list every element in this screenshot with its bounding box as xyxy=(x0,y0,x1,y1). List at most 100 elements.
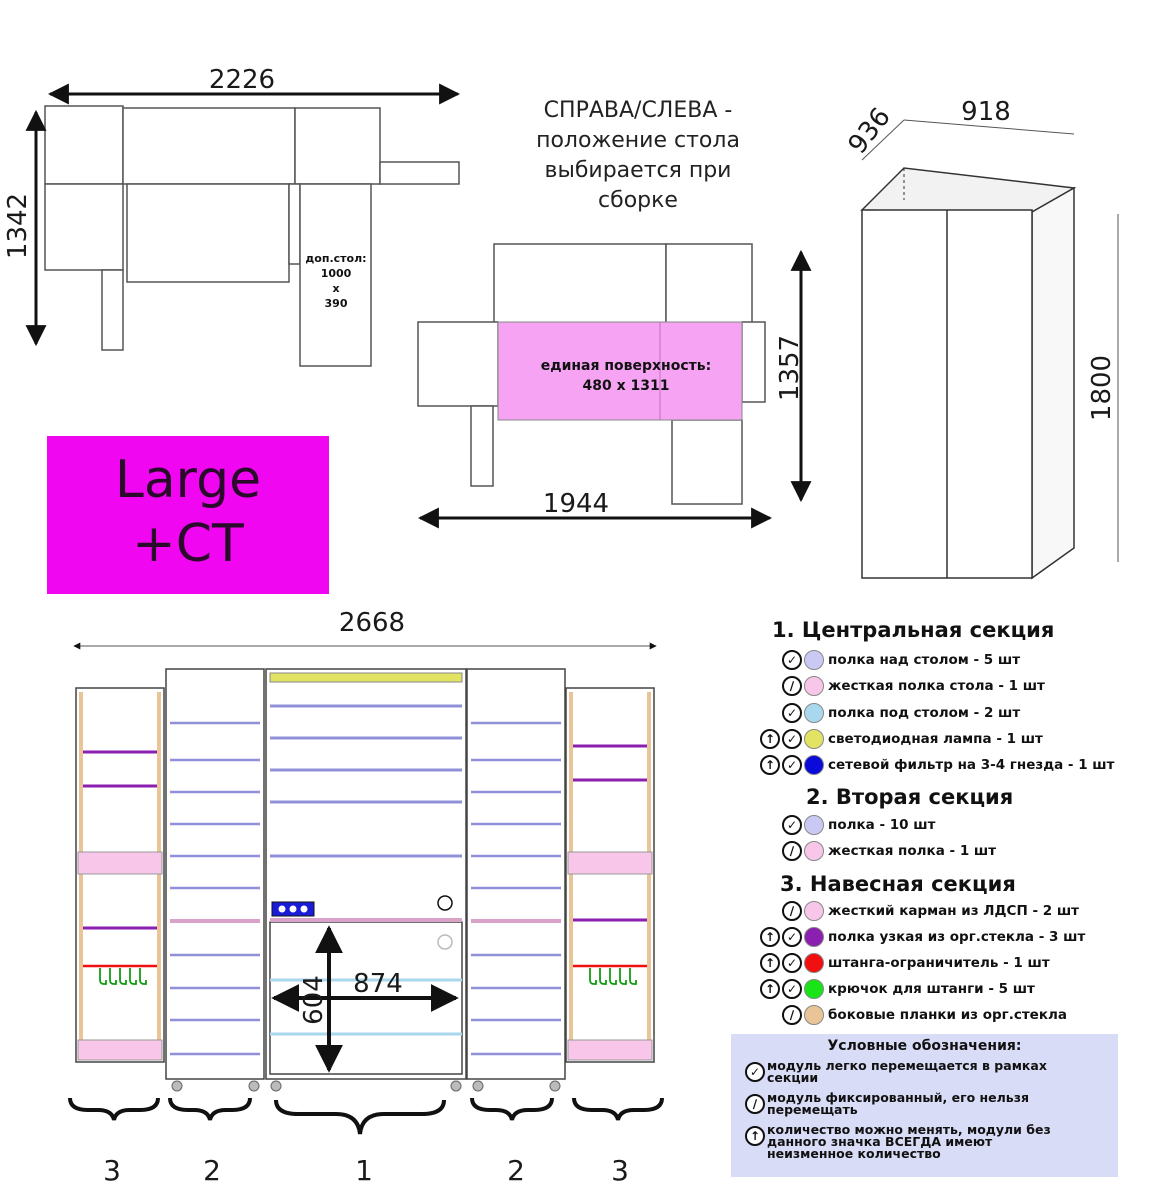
legend-item-label: жесткий карман из ЛДСП - 2 шт xyxy=(828,903,1080,919)
color-swatch-icon xyxy=(804,927,824,947)
hanging-section-left xyxy=(75,687,165,1063)
extra-table-size-2: 390 xyxy=(325,297,348,310)
legend-section3-title: 3. Навесная секция xyxy=(780,872,1016,896)
cable-hole xyxy=(437,934,453,950)
legend-item-label: полка - 10 шт xyxy=(828,817,936,833)
color-swatch-icon xyxy=(804,1005,824,1025)
power-strip xyxy=(271,901,315,917)
extra-table-size-1: 1000 xyxy=(321,267,352,280)
fixed-ban-icon: ∕ xyxy=(745,1094,765,1114)
section-number-label: 3 xyxy=(103,1154,121,1187)
position-note-line: СПРАВА/СЛЕВА - xyxy=(543,98,733,123)
legend-item: ✓ полка - 10 шт xyxy=(746,812,1146,838)
second-section-right xyxy=(466,668,566,1080)
cable-hole xyxy=(437,895,453,911)
movable-check-icon: ✓ xyxy=(782,650,802,670)
legend-item-label: боковые планки из орг.стекла xyxy=(828,1007,1067,1023)
dimension-line xyxy=(903,119,1075,135)
extra-table-size-x: x xyxy=(332,282,339,295)
model-name: Large xyxy=(114,450,262,510)
symbol-explanation-line: перемещать xyxy=(767,1102,858,1117)
legend-item: ✓ полка над столом - 5 шт xyxy=(746,647,1146,673)
caster-wheels xyxy=(171,1080,561,1092)
cabinet-depth-dim: 936 xyxy=(843,102,897,160)
section-number-label: 2 xyxy=(507,1154,525,1187)
quantity-arrow-icon: ↑ xyxy=(760,979,780,999)
model-badge: Large +CT xyxy=(47,436,329,594)
symbol-explanation-line: количество можно менять, модули без xyxy=(767,1122,1051,1137)
legend-item: ↑✓ светодиодная лампа - 1 шт xyxy=(746,726,1146,752)
color-swatch-icon xyxy=(804,728,824,749)
plan-top-depth-dim: 1342 xyxy=(3,193,33,259)
unified-surface xyxy=(497,321,743,421)
legend-item-label: крючок для штанги - 5 шт xyxy=(828,981,1035,997)
position-note: СПРАВА/СЛЕВА - положение стола выбираетс… xyxy=(500,96,776,216)
position-note-line: выбирается при xyxy=(544,158,732,183)
color-swatch-icon xyxy=(804,901,824,921)
second-section-shelves xyxy=(170,721,561,1056)
desk-height-dim: 604 xyxy=(299,975,329,1025)
desk-width-dim: 874 xyxy=(353,969,403,999)
quantity-arrow-icon: ↑ xyxy=(760,927,780,947)
legend-item-label: полка под столом - 2 шт xyxy=(828,704,1021,721)
fixed-ban-icon: ∕ xyxy=(782,676,802,697)
color-swatch-icon xyxy=(804,979,824,999)
legend-item-label: полка узкая из орг.стекла - 3 шт xyxy=(828,929,1086,945)
color-swatch-icon xyxy=(804,755,824,776)
quantity-arrow-icon: ↑ xyxy=(760,728,780,749)
wardrobe-3d xyxy=(860,167,1077,580)
quantity-arrow-icon: ↑ xyxy=(745,1126,765,1146)
position-note-line: положение стола xyxy=(536,128,740,153)
plan-top-view xyxy=(44,105,460,367)
movable-check-icon: ✓ xyxy=(782,979,802,999)
front-total-width-dim: 2668 xyxy=(339,608,405,638)
second-section-left xyxy=(165,668,265,1080)
movable-check-icon: ✓ xyxy=(782,953,802,973)
section-number-label: 1 xyxy=(355,1154,373,1187)
legend-item: ∕ боковые планки из орг.стекла xyxy=(746,1002,1146,1028)
legend-section1-title: 1. Центральная секция xyxy=(772,618,1055,642)
color-swatch-icon xyxy=(804,676,824,697)
movable-check-icon: ✓ xyxy=(782,702,802,723)
legend-item: ✓ полка под столом - 2 шт xyxy=(746,700,1146,726)
movable-check-icon: ✓ xyxy=(782,927,802,947)
movable-check-icon: ✓ xyxy=(782,815,802,835)
legend-item-label: полка над столом - 5 шт xyxy=(828,652,1021,668)
surface-size: 480 x 1311 xyxy=(583,378,670,394)
extra-table-label: доп.стол: xyxy=(305,252,366,265)
fixed-ban-icon: ∕ xyxy=(782,840,802,861)
symbols-title: Условные обозначения: xyxy=(827,1038,1022,1054)
hanging-section-contents xyxy=(77,692,653,1061)
front-view xyxy=(75,668,655,1080)
model-variant: +CT xyxy=(132,514,244,574)
plan-top-width-dim: 2226 xyxy=(209,65,275,95)
plan-middle-view xyxy=(417,243,766,505)
fixed-ban-icon: ∕ xyxy=(782,1005,802,1025)
central-shelves xyxy=(270,704,462,858)
plan-middle-depth-dim: 1357 xyxy=(775,335,805,401)
dimension-line xyxy=(861,119,905,161)
legend-item: ↑✓сетевой фильтр на 3-4 гнезда - 1 шт xyxy=(746,752,1146,778)
quantity-arrow-icon: ↑ xyxy=(760,755,780,776)
legend-item: ∕жесткий карман из ЛДСП - 2 шт xyxy=(746,898,1146,924)
movable-check-icon: ✓ xyxy=(745,1062,765,1082)
legend-item-label: светодиодная лампа - 1 шт xyxy=(828,730,1043,747)
legend-item: ∕ жесткая полка - 1 шт xyxy=(746,838,1146,864)
legend-item-label: жесткая полка - 1 шт xyxy=(828,842,997,859)
legend-item: ↑✓ полка узкая из орг.стекла - 3 шт xyxy=(746,924,1146,950)
led-lamp xyxy=(269,672,463,683)
legend-section2-title: 2. Вторая секция xyxy=(806,785,1014,809)
symbol-explanation-line: модуль фиксированный, его нельзя xyxy=(767,1090,1029,1105)
legend-item-label: жесткая полка стола - 1 шт xyxy=(828,678,1045,695)
movable-check-icon: ✓ xyxy=(782,728,802,749)
color-swatch-icon xyxy=(804,953,824,973)
section-number-label: 3 xyxy=(611,1154,629,1187)
section-braces xyxy=(68,1097,664,1135)
symbol-explanation-line: секции xyxy=(767,1070,819,1085)
legend-item-label: сетевой фильтр на 3-4 гнезда - 1 шт xyxy=(828,757,1115,774)
cabinet-height-dim: 1800 xyxy=(1087,355,1117,421)
symbol-explanation-line: модуль легко перемещается в рамках xyxy=(767,1058,1047,1073)
color-swatch-icon xyxy=(804,650,824,670)
